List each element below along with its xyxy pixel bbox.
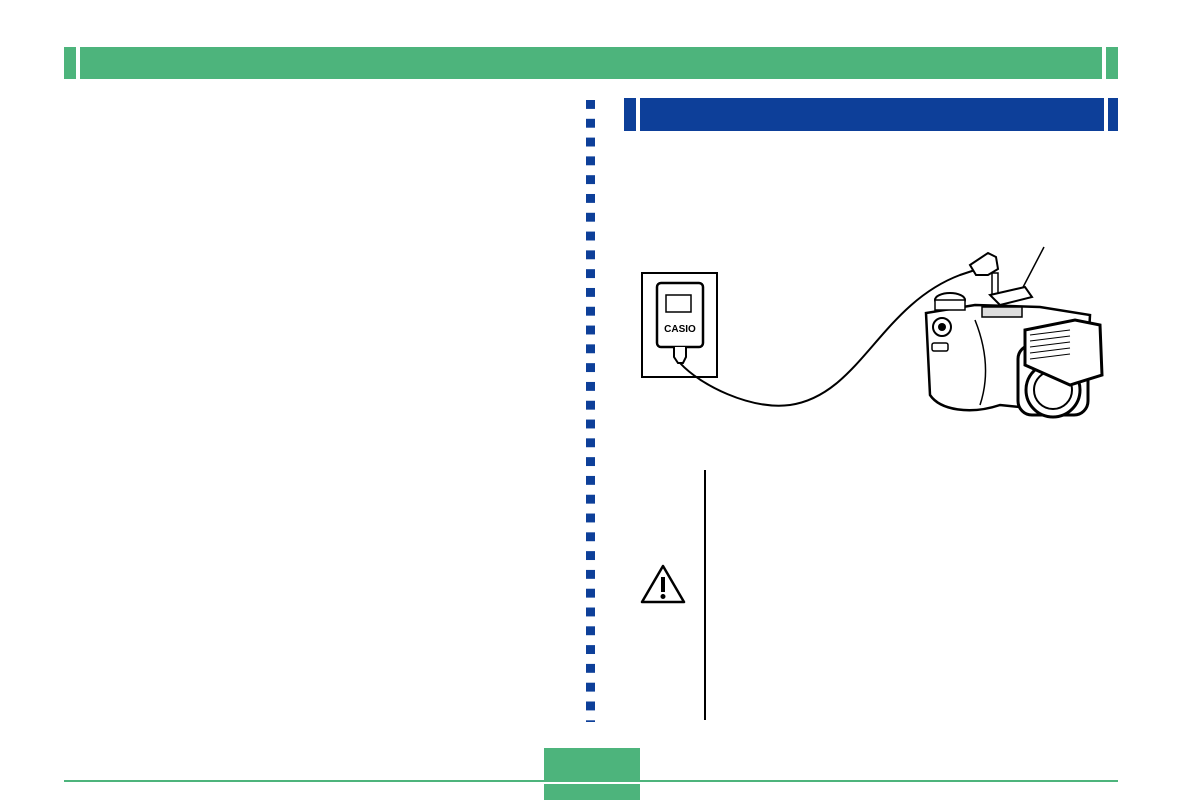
section-right-gap [1104,98,1108,131]
digital-camera [924,285,1104,419]
header-main [80,47,1102,79]
header-right-gap [1102,47,1106,79]
header-left-cap [64,47,76,79]
column-divider [586,100,596,722]
header-right-cap [1106,47,1118,79]
header-left-gap [76,47,80,79]
power-cord [679,269,976,407]
page-number-tab-upper [544,748,640,781]
warning-triangle-icon [640,564,686,604]
ac-adaptor-connection-illustration: CASIO [641,246,1104,419]
section-left-cap [624,98,636,131]
footer-rule [64,780,1118,782]
left-column [64,100,564,720]
section-right-cap [1108,98,1118,131]
section-header-bar [624,98,1118,131]
section-left-gap [636,98,640,131]
chapter-header-bar [64,47,1118,79]
section-main [640,98,1104,131]
page-number-tab-lower [544,784,640,800]
caution-divider-rule [704,470,706,720]
dc-plug [968,251,1000,296]
ac-adaptor: CASIO [655,281,705,364]
page-number-tab [544,748,640,800]
adapter-logo: CASIO [664,324,696,335]
